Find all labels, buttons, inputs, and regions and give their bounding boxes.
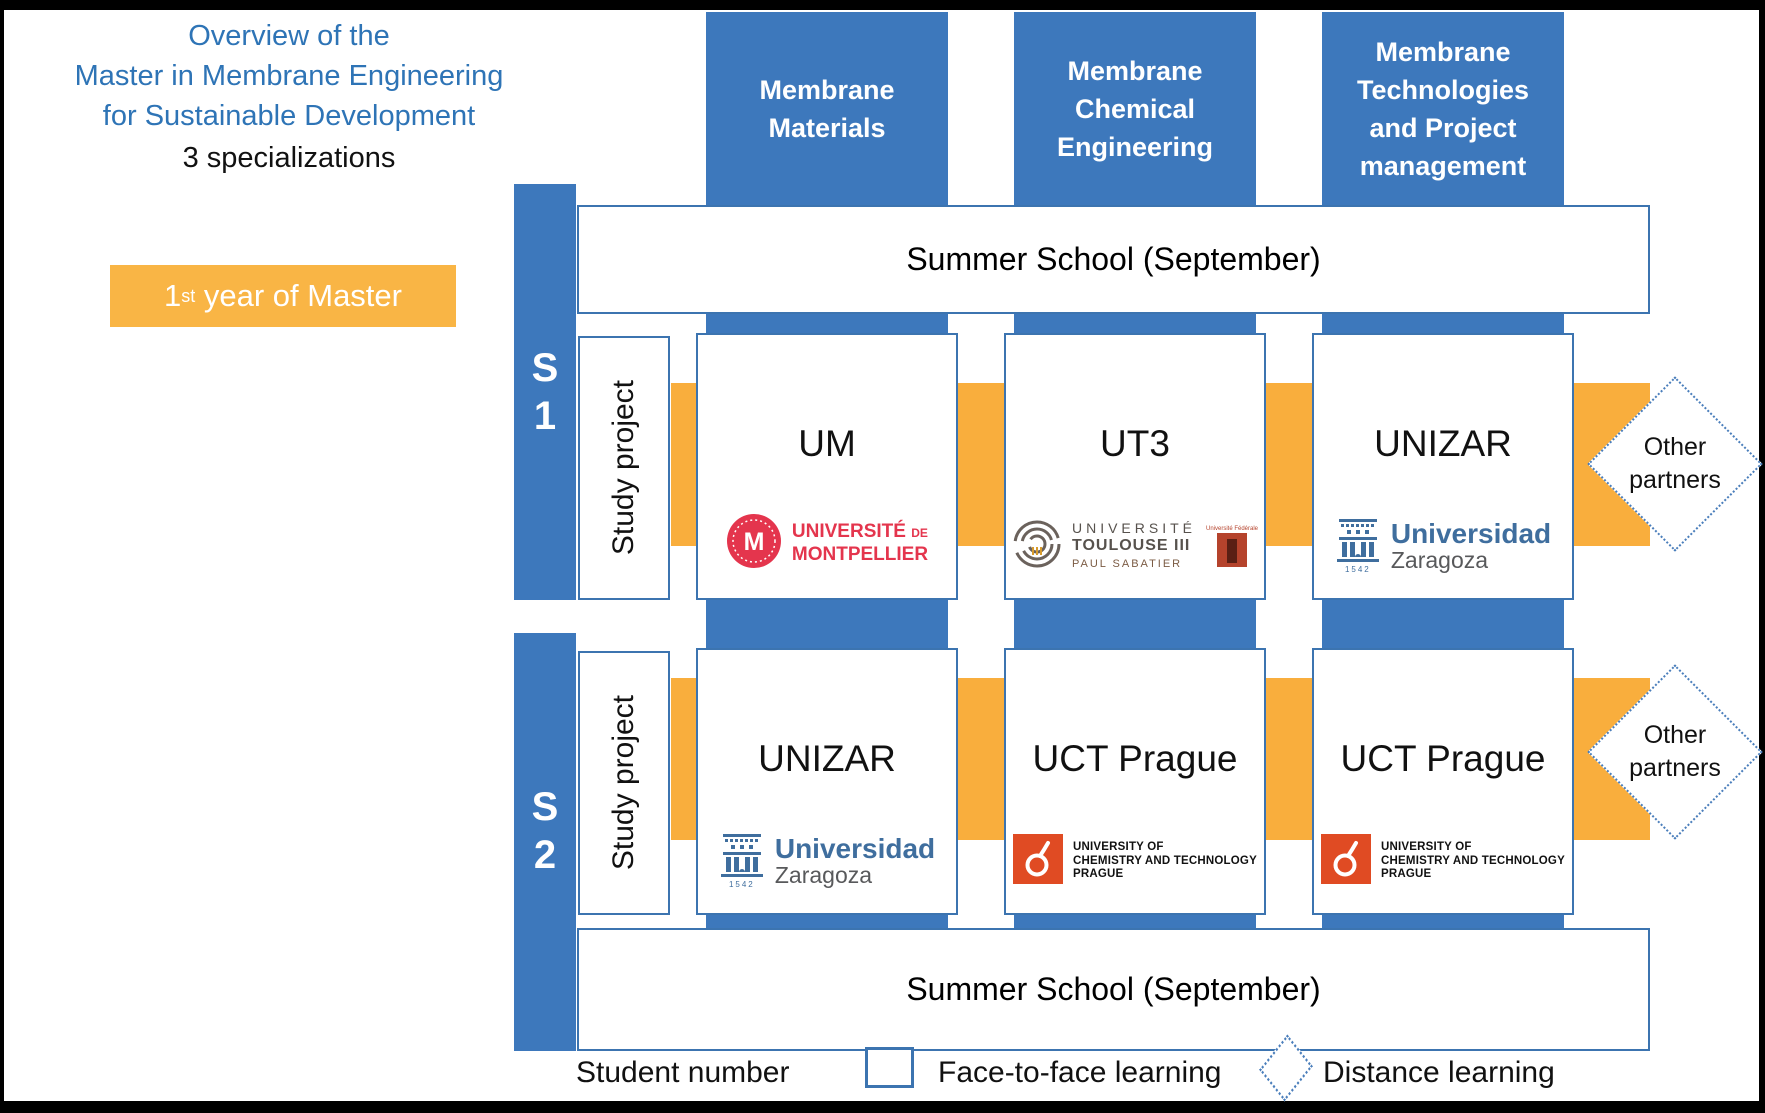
title-line-1: Overview of the (188, 20, 390, 52)
partner-cell-s2-uct: UCT Prague UNIVERSITY OF CHEMISTRY AND T… (1004, 648, 1266, 915)
study-project-box-s2: Study project (578, 651, 670, 915)
partner-abbr: UCT Prague (1032, 738, 1238, 779)
partner-abbr: UM (798, 423, 856, 464)
legend-student-number-label: Student number (576, 1056, 790, 1089)
year-text: year of Master (195, 278, 402, 313)
unizar-building-icon: 1542 (719, 834, 765, 889)
unizar-logo-text: Universidad Zaragoza (774, 833, 936, 888)
um-logo-text: UNIVERSITÉ DE MONTPELLIER (791, 521, 929, 565)
partner-abbr: UNIZAR (758, 738, 896, 779)
frame-right (1759, 0, 1765, 1113)
title-line-2: Master in Membrane Engineering (74, 60, 504, 92)
unizar-logo: 1542 Universidad Zaragoza (719, 834, 935, 889)
summer-school-top-box: Summer School (September) (577, 205, 1650, 314)
frame-top (0, 0, 1765, 10)
unizar-logo-text: Universidad Zaragoza (1390, 518, 1552, 573)
svg-text:M: M (743, 528, 764, 556)
partner-abbr: UNIZAR (1374, 423, 1512, 464)
um-seal-icon: M (726, 513, 782, 574)
partner-cell-s2-uct: UCT Prague UNIVERSITY OF CHEMISTRY AND T… (1312, 648, 1574, 915)
ut3-maze-icon (1012, 519, 1062, 574)
frame-bottom (0, 1101, 1765, 1113)
uct-logo-text: UNIVERSITY OF CHEMISTRY AND TECHNOLOGY P… (1381, 841, 1565, 881)
ut3-logo: UNIVERSITÉ TOULOUSE III PAUL SABATIER Un… (1012, 519, 1258, 574)
column3-connector-middle (1322, 600, 1564, 648)
column2-connector-middle (1014, 600, 1256, 648)
column1-connector-bottom (706, 915, 948, 928)
face-to-face-swatch-icon (865, 1047, 914, 1088)
partner-cell-s1-unizar: UNIZAR 1542 (1312, 333, 1574, 600)
uct-logo: UNIVERSITY OF CHEMISTRY AND TECHNOLOGY P… (1013, 834, 1257, 889)
unizar-building-icon: 1542 (1335, 519, 1381, 574)
legend-distance-learning-label: Distance learning (1323, 1056, 1555, 1089)
partner-cell-s2-unizar: UNIZAR 1542 (696, 648, 958, 915)
study-project-s1-label: Study project (607, 380, 640, 556)
um-logo: M UNIVERSITÉ DE MONTPELLIER (726, 513, 928, 574)
partner-cell-s1-ut3: UT3 UNIVERSITÉ TOULOUSE III PAUL SABATIE… (1004, 333, 1266, 600)
study-project-s2-label: Study project (607, 695, 640, 871)
column3-connector-top (1322, 314, 1564, 333)
uct-drop-icon (1013, 834, 1064, 889)
uct-logo-text: UNIVERSITY OF CHEMISTRY AND TECHNOLOGY P… (1073, 841, 1257, 881)
partner-abbr: UCT Prague (1340, 738, 1546, 779)
summer-school-bottom-box: Summer School (September) (577, 928, 1650, 1051)
legend-face-to-face-label: Face-to-face learning (938, 1056, 1222, 1089)
column-header-membrane-chemical-engineering: Membrane Chemical Engineering (1014, 12, 1256, 205)
column-header-membrane-technologies: Membrane Technologies and Project manage… (1322, 12, 1564, 205)
slide-title: Overview of the Master in Membrane Engin… (24, 16, 554, 178)
column1-connector-top (706, 314, 948, 333)
column3-connector-bottom (1322, 915, 1564, 928)
title-line-3: for Sustainable Development (102, 100, 476, 132)
summer-school-top-label: Summer School (September) (906, 241, 1321, 277)
column-header-membrane-materials: Membrane Materials (706, 12, 948, 205)
distance-learning-diamond-icon (1256, 1036, 1316, 1100)
uct-logo: UNIVERSITY OF CHEMISTRY AND TECHNOLOGY P… (1321, 834, 1565, 889)
frame-left (0, 0, 4, 1113)
partner-abbr: UT3 (1100, 423, 1170, 464)
title-subtitle: 3 specializations (182, 142, 396, 174)
study-project-box-s1: Study project (578, 336, 670, 600)
summer-school-bottom-label: Summer School (September) (906, 971, 1321, 1007)
year-number: 1 (163, 278, 182, 313)
column1-connector-middle (706, 600, 948, 648)
column2-connector-top (1014, 314, 1256, 333)
ut3-logo-text: UNIVERSITÉ TOULOUSE III PAUL SABATIER (1071, 520, 1196, 570)
federal-badge-icon: Université Fédérale (1206, 526, 1258, 567)
column2-connector-bottom (1014, 915, 1256, 928)
unizar-logo: 1542 Universidad Zaragoza (1335, 519, 1551, 574)
uct-drop-icon (1321, 834, 1372, 889)
partner-cell-s1-um: UM M UNIVERSITÉ DE MONTPELLIER (696, 333, 958, 600)
